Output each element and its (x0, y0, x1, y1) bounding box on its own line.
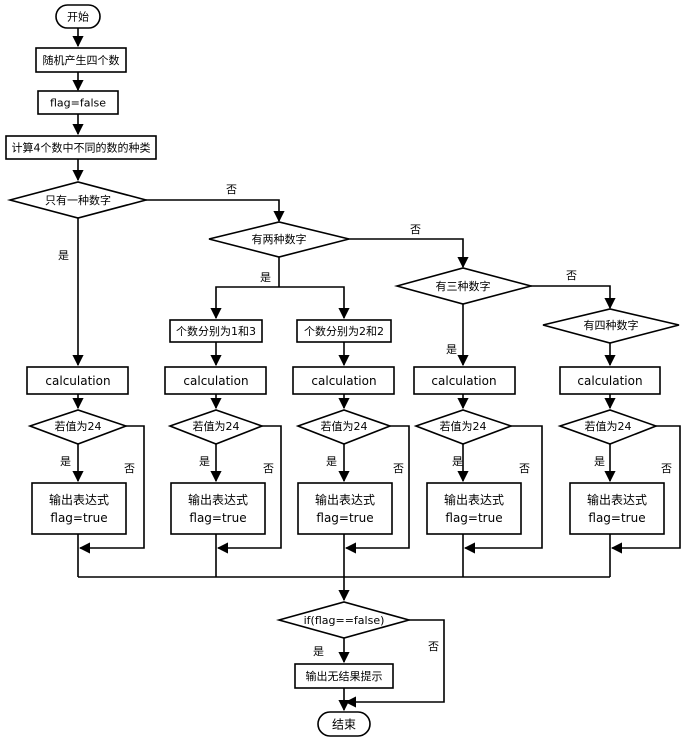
output-expression-box: 输出表达式 flag=true (426, 482, 522, 535)
no-label: 否 (263, 462, 274, 475)
yes-label: 是 (313, 645, 324, 658)
end-terminal: 结束 (317, 711, 371, 737)
output-expression-box: 输出表达式 flag=true (297, 482, 393, 535)
svg-text:若值为24: 若值为24 (55, 420, 102, 433)
svg-text:输出表达式: 输出表达式 (188, 492, 248, 507)
output-expression-box: 输出表达式 flag=true (170, 482, 266, 535)
svg-text:calculation: calculation (431, 374, 496, 388)
svg-text:有四种数字: 有四种数字 (584, 318, 639, 332)
svg-text:calculation: calculation (311, 374, 376, 388)
no-label: 否 (410, 223, 421, 236)
check-24-decision: 若值为24 (413, 409, 514, 445)
svg-text:若值为24: 若值为24 (193, 420, 240, 433)
split-2-2-box: 个数分别为2和2 (296, 319, 392, 343)
svg-text:个数分别为2和2: 个数分别为2和2 (304, 325, 384, 338)
svg-text:flag=true: flag=true (316, 511, 373, 525)
svg-text:结束: 结束 (332, 718, 356, 732)
no-label: 否 (661, 462, 672, 475)
check-24-decision: 若值为24 (295, 409, 393, 445)
output-expression-box: 输出表达式 flag=true (31, 482, 127, 535)
svg-text:flag=true: flag=true (189, 511, 246, 525)
svg-text:calculation: calculation (45, 374, 110, 388)
svg-text:flag=true: flag=true (445, 511, 502, 525)
yes-label: 是 (594, 455, 605, 468)
yes-label: 是 (260, 271, 271, 284)
calculation-box: calculation (164, 366, 267, 395)
if-flag-false-decision: if(flag==false) (276, 601, 412, 639)
svg-text:只有一种数字: 只有一种数字 (45, 193, 111, 207)
generate-numbers-box: 随机产生四个数 (35, 47, 127, 73)
yes-label: 是 (199, 455, 210, 468)
two-kinds-decision: 有两种数字 (208, 221, 350, 258)
calculation-box: calculation (26, 366, 129, 395)
split-1-3-box: 个数分别为1和3 (169, 319, 263, 343)
svg-text:if(flag==false): if(flag==false) (304, 614, 385, 627)
svg-text:calculation: calculation (577, 374, 642, 388)
svg-text:有两种数字: 有两种数字 (252, 232, 307, 246)
no-result-box: 输出无结果提示 (294, 663, 394, 689)
svg-text:calculation: calculation (183, 374, 248, 388)
svg-text:输出表达式: 输出表达式 (315, 492, 375, 507)
svg-text:有三种数字: 有三种数字 (436, 279, 491, 293)
svg-text:个数分别为1和3: 个数分别为1和3 (176, 325, 256, 338)
svg-text:flag=true: flag=true (50, 511, 107, 525)
svg-text:输出表达式: 输出表达式 (587, 492, 647, 507)
no-label: 否 (519, 462, 530, 475)
start-terminal: 开始 (55, 4, 101, 29)
yes-label: 是 (452, 455, 463, 468)
svg-text:若值为24: 若值为24 (440, 420, 487, 433)
svg-text:若值为24: 若值为24 (321, 420, 368, 433)
yes-label: 是 (58, 249, 69, 262)
check-24-decision: 若值为24 (557, 409, 659, 445)
svg-text:flag=true: flag=true (588, 511, 645, 525)
four-kinds-decision: 有四种数字 (542, 308, 680, 344)
one-kind-decision: 只有一种数字 (6, 181, 150, 219)
yes-label: 是 (326, 455, 337, 468)
svg-text:输出表达式: 输出表达式 (444, 492, 504, 507)
svg-text:flag=false: flag=false (50, 97, 106, 110)
no-label: 否 (393, 462, 404, 475)
no-label: 否 (226, 183, 237, 196)
calculation-box: calculation (413, 366, 516, 395)
no-label: 否 (428, 640, 439, 653)
connectors (72, 28, 681, 712)
output-expression-box: 输出表达式 flag=true (569, 482, 665, 535)
svg-text:随机产生四个数: 随机产生四个数 (43, 53, 120, 67)
init-flag-box: flag=false (37, 90, 119, 115)
svg-text:若值为24: 若值为24 (585, 420, 632, 433)
branch-labels: 是 否 是 否 是 否 是 否 是 否 是 否 是 否 是 否 是 否 (58, 183, 672, 658)
calculation-box: calculation (292, 366, 395, 395)
svg-text:计算4个数中不同的数的种类: 计算4个数中不同的数的种类 (12, 141, 151, 155)
calculation-box: calculation (559, 366, 661, 395)
check-24-decision: 若值为24 (167, 409, 265, 445)
three-kinds-decision: 有三种数字 (393, 267, 535, 305)
svg-text:输出无结果提示: 输出无结果提示 (306, 669, 383, 683)
svg-text:输出表达式: 输出表达式 (49, 492, 109, 507)
count-kinds-box: 计算4个数中不同的数的种类 (5, 135, 157, 160)
no-label: 否 (566, 269, 577, 282)
no-label: 否 (124, 462, 135, 475)
svg-text:开始: 开始 (67, 10, 89, 24)
yes-label: 是 (446, 343, 457, 356)
check-24-decision: 若值为24 (27, 409, 129, 445)
yes-label: 是 (60, 455, 71, 468)
